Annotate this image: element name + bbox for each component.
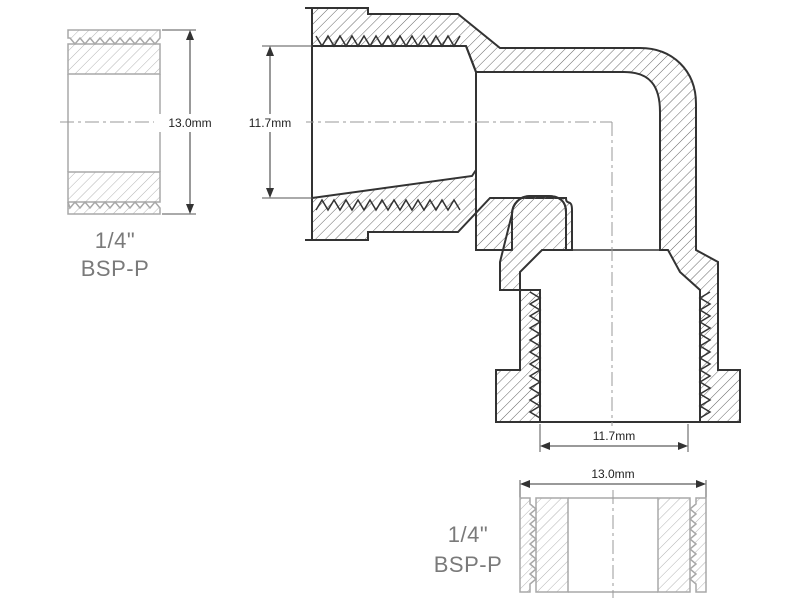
inlet-bottom-threads — [315, 198, 461, 212]
bottom-detail-right-band — [657, 497, 691, 593]
elbow-outer-wall — [305, 7, 741, 423]
left-detail-thread-label: BSP-P — [81, 256, 150, 281]
bottom-detail-left-wall — [519, 497, 538, 593]
elbow-fitting-section: 11.7mm 11.7mm — [236, 7, 741, 452]
left-detail-bottom-wall — [67, 200, 161, 215]
elbow-left-outlet-wall — [495, 195, 567, 423]
left-detail-bottom-band — [67, 171, 161, 203]
left-thread-detail: 13.0mm 1/4" BSP-P — [60, 29, 224, 281]
bottom-thread-detail: 13.0mm 1/4" BSP-P — [434, 467, 707, 598]
inlet-top-threads — [315, 34, 461, 48]
bottom-detail-left-band — [535, 497, 569, 593]
left-detail-size-label: 1/4" — [95, 228, 135, 253]
bottom-detail-right-wall — [688, 497, 707, 593]
bottom-detail-thread-label: BSP-P — [434, 552, 503, 577]
left-detail-dimension-label: 13.0mm — [168, 116, 211, 130]
outlet-right-threads — [698, 291, 712, 419]
left-detail-top-wall — [67, 29, 161, 46]
inlet-dimension-label: 11.7mm — [249, 116, 291, 130]
left-detail-top-band — [67, 43, 161, 75]
bottom-detail-size-label: 1/4" — [448, 522, 488, 547]
bottom-detail-dimension-label: 13.0mm — [591, 467, 634, 481]
outlet-dimension-label: 11.7mm — [593, 429, 635, 443]
outlet-left-threads — [528, 291, 542, 419]
